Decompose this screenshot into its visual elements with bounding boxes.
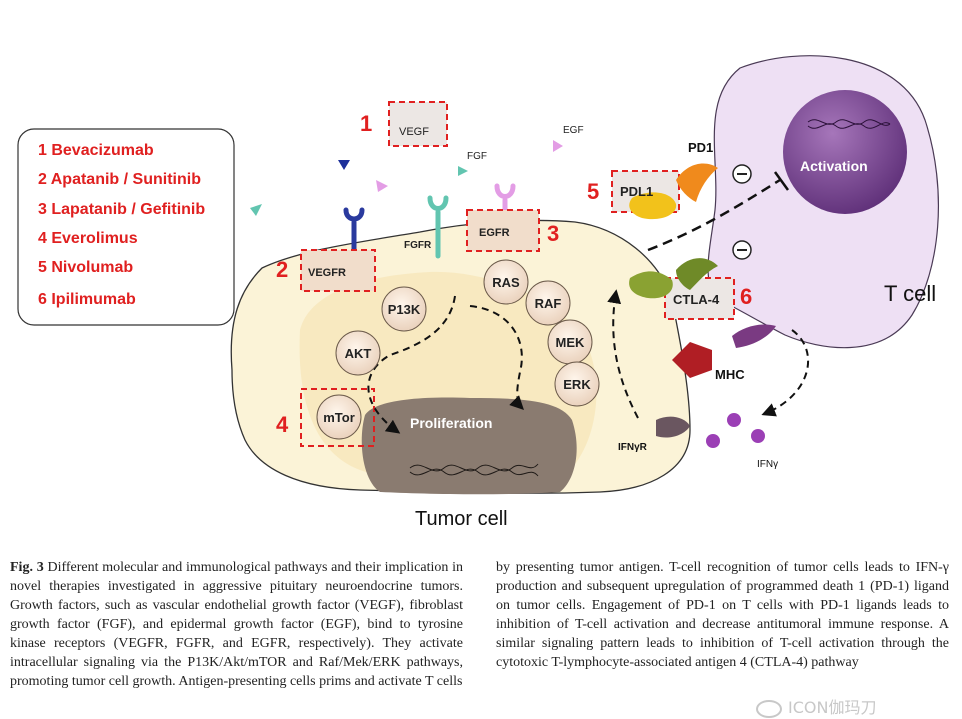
pdl1-inhibition-line <box>647 178 781 252</box>
drug-legend-box <box>17 128 235 326</box>
mtor-label: mTor <box>323 410 355 425</box>
p13k-node <box>381 286 427 332</box>
ifng-molecule-icon <box>751 429 765 443</box>
mhc-label: MHC <box>715 367 745 382</box>
p13k-label: P13K <box>388 302 421 317</box>
fgfr-receptor-icon <box>427 195 449 259</box>
ctla4-label: CTLA-4 <box>673 292 720 307</box>
tumor-cell-label: Tumor cell <box>415 508 508 530</box>
proliferation-label: Proliferation <box>410 415 492 431</box>
ifngr-receptor-shape <box>656 416 690 438</box>
ctla4-receptor-shape <box>629 271 673 299</box>
egf-label: EGF <box>563 125 584 136</box>
akt-node <box>335 330 381 376</box>
t-cell-label: T cell <box>884 281 936 306</box>
caption-text-left: Different molecular and immunological pa… <box>10 560 463 689</box>
mtor-target-box <box>300 388 375 447</box>
fgfr-label: FGFR <box>404 240 432 251</box>
vegfr-target-box <box>300 249 376 292</box>
pi3k-pathway-arrow <box>367 295 456 434</box>
t-cell-dna <box>807 119 891 129</box>
legend-item: 3 Lapatanib / Gefitinib <box>38 201 205 218</box>
ras-pathway-arrow <box>469 305 524 410</box>
ras-label: RAS <box>492 275 520 290</box>
legend-item: 6 Ipilimumab <box>38 291 136 308</box>
erk-node <box>554 361 600 407</box>
egfr-target-box <box>466 209 540 252</box>
ifng-molecule-icon <box>706 434 720 448</box>
erk-label: ERK <box>563 377 591 392</box>
inhibition-bar <box>773 171 790 191</box>
drug-marker-4: 4 <box>276 412 289 437</box>
tcr-receptor-shape <box>732 324 776 348</box>
ras-node <box>483 259 529 305</box>
pdl1-ligand-shape <box>629 192 677 220</box>
legend-item: 2 Apatanib / Sunitinib <box>38 171 201 188</box>
ifng-molecule-icon <box>727 413 741 427</box>
drug-marker-3: 3 <box>547 221 559 246</box>
mtor-node <box>316 394 362 440</box>
egf-ligand-icon <box>376 180 388 192</box>
pd1-receptor-shape <box>676 163 718 202</box>
watermark-text: ICON伽玛刀 <box>788 698 877 717</box>
drug-marker-6: 6 <box>740 284 752 309</box>
pathway-diagram: 1 Bevacizumab 2 Apatanib / Sunitinib 3 L… <box>17 55 940 530</box>
legend-item: 4 Everolimus <box>38 230 138 247</box>
wechat-logo-icon <box>756 699 782 718</box>
ifngr-label: IFNγR <box>618 442 648 453</box>
ifng-upregulation-arrow <box>607 289 639 419</box>
legend-item: 1 Bevacizumab <box>38 142 154 159</box>
drug-marker-1: 1 <box>360 111 372 136</box>
vegf-ligand-icon <box>338 160 350 170</box>
egfr-label: EGFR <box>479 227 510 239</box>
fgf-label: FGF <box>467 151 487 162</box>
proliferation-zone <box>361 397 577 495</box>
drug-marker-5: 5 <box>587 179 599 204</box>
cd28-receptor-shape <box>676 258 718 290</box>
figure-number: Fig. 3 <box>10 560 44 575</box>
mek-label: MEK <box>556 335 586 350</box>
figure-caption-right: by presenting tumor antigen. T-cell reco… <box>496 560 949 670</box>
activation-label: Activation <box>800 158 868 174</box>
vegfr-label: VEGFR <box>308 267 346 279</box>
fgf-ligand-icon <box>458 166 468 176</box>
fgf-ligand-icon <box>250 204 262 216</box>
vegf-label: VEGF <box>399 126 429 138</box>
proliferation-dna <box>409 463 539 477</box>
legend-item: 5 Nivolumab <box>38 259 133 276</box>
pd1-label: PD1 <box>688 140 713 155</box>
egf-ligand-icon <box>553 140 563 152</box>
t-cell-nucleus <box>783 90 907 214</box>
ifng-secretion-arrow <box>761 329 809 417</box>
watermark: ICON伽玛刀 <box>756 694 876 718</box>
akt-label: AKT <box>345 346 372 361</box>
raf-label: RAF <box>535 296 562 311</box>
figure-caption-left: Fig. 3 Different molecular and immunolog… <box>10 558 463 691</box>
mhc-shape <box>672 342 712 378</box>
pdl1-label: PDL1 <box>620 184 653 199</box>
ifng-label: IFNγ <box>757 459 778 470</box>
drug-marker-2: 2 <box>276 257 288 282</box>
raf-node <box>525 280 571 326</box>
vegf-target-box <box>388 101 448 147</box>
